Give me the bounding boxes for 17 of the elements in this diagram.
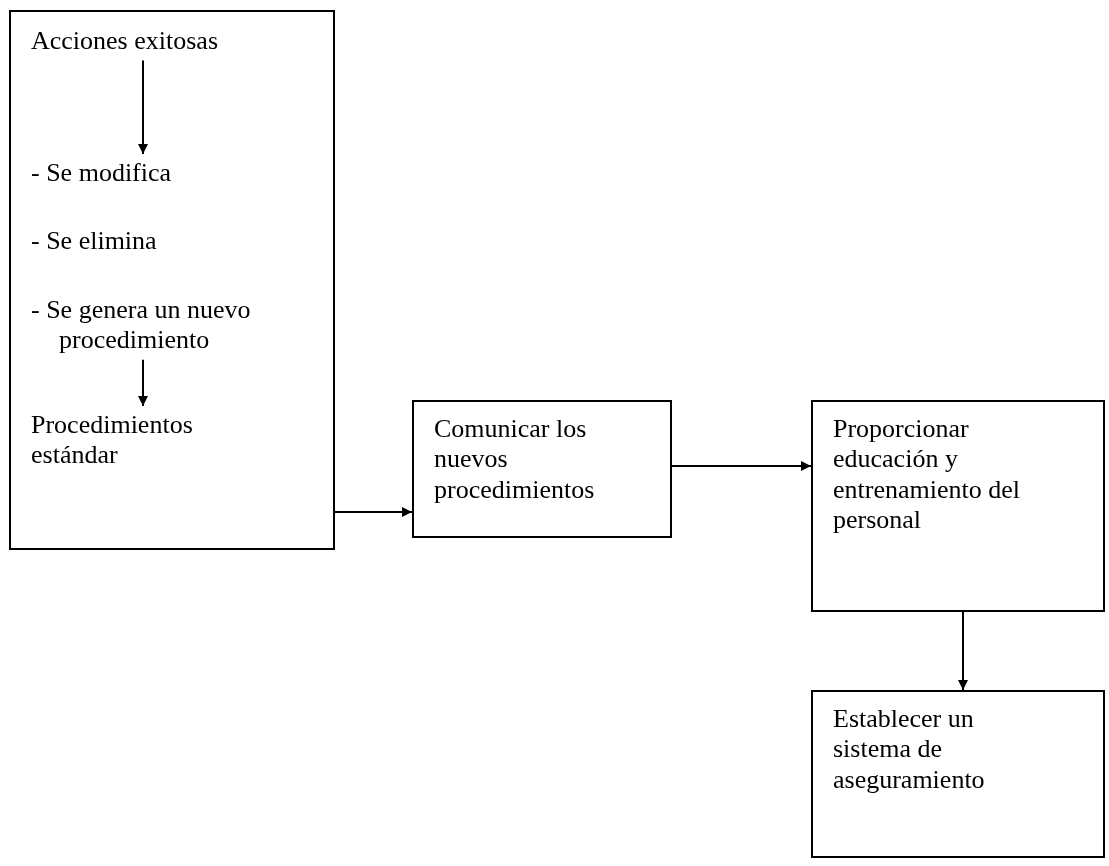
arrow	[958, 611, 968, 691]
list-item: - Se genera un nuevo procedimiento	[31, 294, 252, 356]
process-box	[811, 690, 1105, 858]
list-item: - Se elimina	[31, 226, 158, 257]
box-text: Comunicar los nuevos procedimientos	[434, 414, 596, 506]
arrow	[138, 358, 148, 407]
group-box	[9, 10, 335, 550]
list-item: - Se modifica	[31, 158, 173, 189]
process-box	[811, 400, 1105, 612]
flow-text: Acciones exitosas	[31, 26, 218, 57]
box-text: Establecer un sistema de aseguramiento	[833, 704, 986, 796]
arrow	[671, 461, 812, 471]
box-text: Proporcionar educación y entrenamiento del personal	[833, 414, 1021, 536]
flow-text: Procedimientos estándar	[31, 410, 231, 471]
arrow	[138, 59, 148, 155]
arrow	[334, 507, 413, 517]
process-box	[412, 400, 672, 538]
